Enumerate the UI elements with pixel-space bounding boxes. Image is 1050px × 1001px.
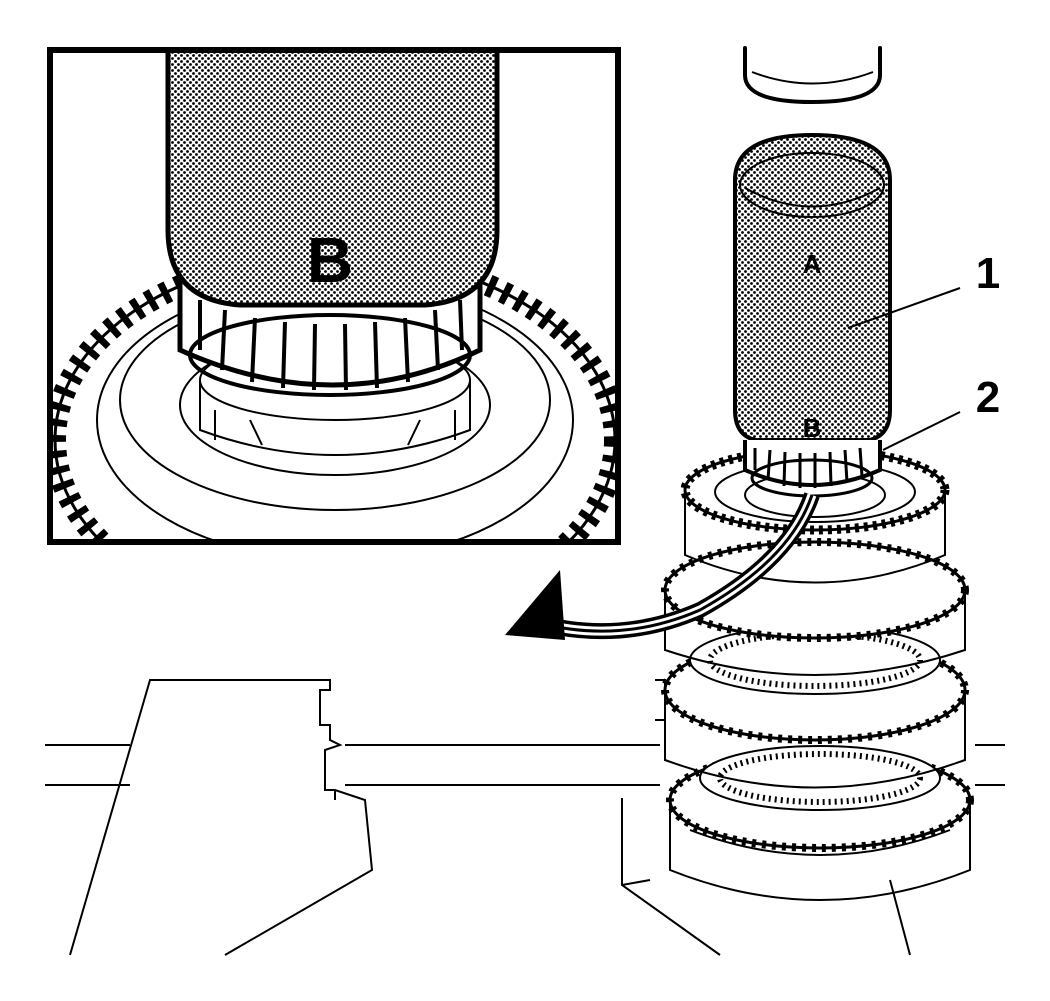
installer-tool [733,132,892,442]
callout-2-leader [882,411,961,451]
callout-1: 1 [976,249,1000,298]
tool-label-a: A [803,249,822,279]
bearing [743,440,882,498]
gear-stack [661,445,974,901]
press-ram-edge [751,71,874,85]
detail-tool-label-b: B [307,224,353,296]
tool-label-b: B [803,413,822,443]
callout-1-leader [847,287,961,329]
callout-2: 2 [976,373,1000,422]
detail-inset [47,47,621,545]
detail-arrow-head [505,570,565,640]
press-ram [743,46,882,104]
